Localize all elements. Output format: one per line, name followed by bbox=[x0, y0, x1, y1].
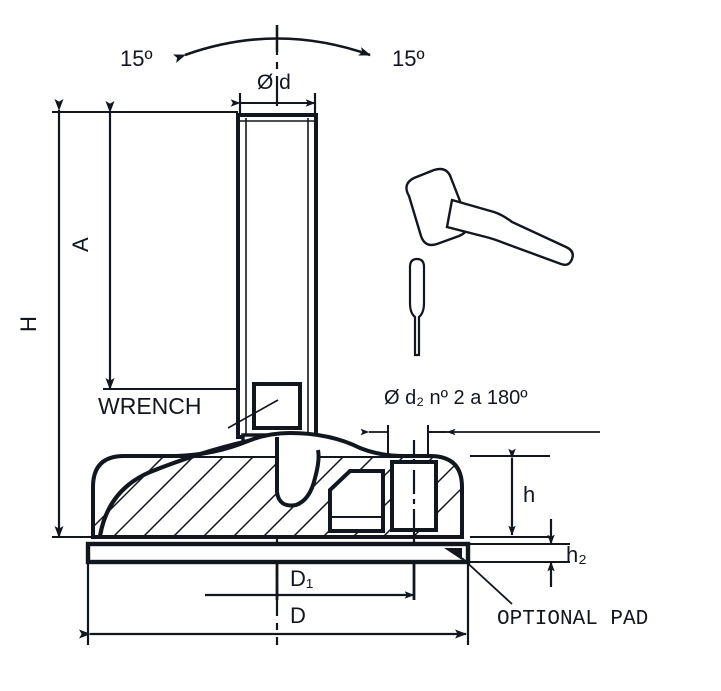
outer-diameter-label: D bbox=[290, 603, 306, 628]
stem-diameter-label: Ø d bbox=[257, 71, 291, 94]
wrench-label: WRENCH bbox=[98, 393, 202, 419]
ball-socket-seat bbox=[275, 437, 321, 508]
pad-thickness-label: h₂ bbox=[566, 542, 587, 567]
tilt-angle-left-label: 15º bbox=[120, 46, 153, 71]
wrench-callout: WRENCH bbox=[98, 393, 202, 419]
overall-height-label: H bbox=[16, 316, 41, 332]
optional-pad-leader bbox=[461, 557, 513, 605]
base-height-label: h bbox=[523, 482, 535, 507]
punch-pin-icon bbox=[408, 257, 426, 357]
tilt-angle-right-label: 15º bbox=[392, 46, 425, 71]
wrench-flat-square bbox=[252, 382, 302, 430]
mallet-icon bbox=[405, 167, 574, 267]
hole-note-dimension: Ø d₂ nº 2 a 180º bbox=[360, 387, 600, 456]
pad-thickness-dimension: h₂ bbox=[470, 519, 587, 587]
inner-diameter-dimension: D₁ bbox=[205, 563, 416, 600]
overall-height-dimension: H bbox=[16, 99, 238, 538]
optional-pad-group: OPTIONAL PAD bbox=[85, 541, 648, 631]
outer-diameter-dimension: D bbox=[79, 563, 470, 645]
hole-note-label: Ø d₂ nº 2 a 180º bbox=[384, 387, 528, 409]
inner-diameter-label: D₁ bbox=[290, 566, 313, 591]
base-outer-outline bbox=[91, 454, 464, 539]
base-body-group bbox=[91, 430, 464, 568]
base-rib-trapezoid bbox=[328, 469, 385, 533]
wrench-leader-line bbox=[227, 399, 279, 429]
base-inner-swoop-curve bbox=[97, 438, 249, 537]
optional-pad-label: OPTIONAL PAD bbox=[497, 608, 648, 631]
optional-pad-marker bbox=[444, 548, 462, 560]
stem-length-label: A bbox=[68, 237, 93, 252]
base-height-dimension: h bbox=[470, 448, 550, 538]
stem-length-dimension: A bbox=[68, 101, 238, 390]
optional-pad-body bbox=[85, 541, 471, 565]
threaded-stem-group bbox=[227, 113, 318, 459]
stem-diameter-dimension: Ø d bbox=[230, 71, 317, 116]
